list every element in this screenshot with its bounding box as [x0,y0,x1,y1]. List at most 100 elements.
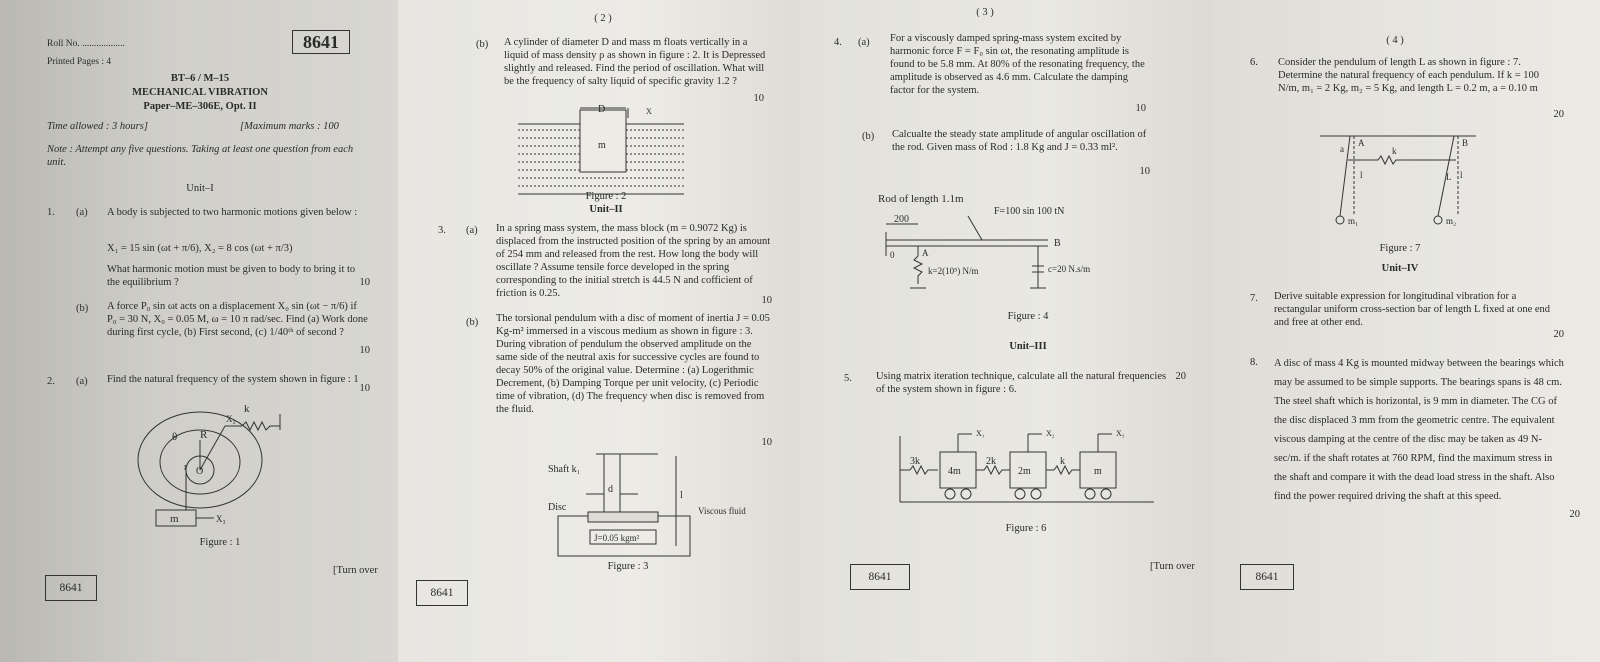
fig4-A-label: A [922,248,929,258]
unit-heading: Unit–IV [1381,263,1419,274]
time-allowed: Time allowed : 3 hours] [47,121,148,132]
figure-1-pulley-diagram: θ R X₂ r O k m X₃ [137,403,281,527]
turn-over-label: [Turn over [333,565,378,576]
fig1-r-label: r [184,462,188,473]
fig3-shaft-label: Shaft k₁ [548,464,580,475]
marks-label: 10 [761,295,773,306]
fig6-2m-label: 2m [1018,466,1031,477]
exam-code: BT–6 / M–15 [170,73,230,84]
question-text: Derive suitable expression for longitudi… [1274,291,1551,328]
fig2-D-label: D [598,104,605,115]
fig4-B-label: B [1054,238,1061,249]
question-text: A cylinder of diameter D and mass m floa… [504,37,766,87]
fig6-x3-label: X₃ [1116,429,1125,438]
turn-over-label: [Turn over [1150,561,1195,572]
question-text: Consider the pendulum of length L as sho… [1278,57,1540,94]
fig7-m2-label: m₂ [1446,216,1456,226]
fig7-k-label: k [1392,146,1397,156]
exam-page-1: Roll No. .................. 8641 Printed… [0,0,398,662]
footer-code-box: 8641 [416,580,468,606]
question-text: Using matrix iteration technique, calcul… [876,371,1167,395]
fig7-m1-label: m₁ [1348,216,1358,226]
part-label: (b) [76,303,89,314]
roll-no: Roll No. .................. [47,39,125,49]
question-text: In a spring mass system, the mass block … [496,223,771,299]
fig6-m-label: m [1094,466,1102,477]
fig1-k-label: k [244,403,250,415]
part-label: (a) [466,225,478,236]
marks-label: 10 [1135,103,1147,114]
marks-label: 20 [1553,109,1565,120]
question-text: What harmonic motion must be given to bo… [107,264,356,288]
figure-7-coupled-pendulum: a A B k L l l m₁ m₂ [1320,135,1476,226]
question-number: 6. [1250,57,1258,68]
exam-page-3: ( 3 ) 4. (a) For a viscously damped spri… [800,0,1210,662]
question-text: A body is subjected to two harmonic moti… [107,207,358,218]
fig1-x3-label: X₃ [216,514,226,524]
figure-6-caption: Figure : 6 [1005,523,1047,534]
fig7-B-label: B [1462,138,1468,148]
marks-label: 10 [1139,166,1151,177]
marks-label: 10 [359,383,371,394]
question-number: 1. [47,207,55,218]
subject-title: MECHANICAL VIBRATION [132,87,268,98]
question-text: For a viscously damped spring-mass syste… [890,33,1145,96]
marks-label: 20 [1569,509,1581,520]
fig4-k-label: k=2(10⁵) N/m [928,266,978,276]
part-label: (b) [476,39,489,50]
part-label: (a) [76,376,88,387]
footer-code-box: 8641 [1240,564,1294,590]
fig2-x-label: X [646,107,652,116]
fig4-0-label: 0 [890,250,895,260]
figure-7-caption: Figure : 7 [1379,243,1421,254]
marks-label: 10 [359,277,371,288]
fig3-l-label: l [680,490,683,501]
question-number: 5. [844,373,852,384]
fig3-disc-label: Disc [548,502,567,513]
fig3-viscous-label: Viscous fluid [698,506,746,516]
figure-3-caption: Figure : 3 [607,561,649,572]
unit-heading: Unit–II [589,204,623,215]
fig7-a-label: a [1340,144,1344,154]
question-text: Find the natural frequency of the system… [107,374,359,385]
question-text: A disc of mass 4 Kg is mounted midway be… [1274,358,1564,502]
fig7-A-label: A [1358,138,1365,148]
exam-page-2: ( 2 ) (b) A cylinder of diameter D and m… [398,0,800,662]
fig6-3k-label: 3k [910,456,920,467]
question-text: A force P₀ sin ωt acts on a displacement… [107,301,368,338]
fig4-200-label: 200 [894,214,909,225]
fig4-c-label: c=20 N.s/m [1048,264,1090,274]
footer-code-box: 8641 [45,575,97,601]
fig4-rod-label: Rod of length 1.1m [878,193,964,205]
marks-label: 10 [753,93,765,104]
figure-6-three-mass-system: 3k 4m 2k 2m k m X₁ X₂ X₃ [899,429,1154,503]
fig2-m-label: m [598,140,606,151]
fig6-4m-label: 4m [948,466,961,477]
fig1-O-label: O [196,466,203,477]
part-label: (a) [858,37,870,48]
question-number: 8. [1250,357,1258,368]
question-text: The torsional pendulum with a disc of mo… [496,313,770,415]
unit-heading: Unit–I [186,183,214,194]
fig6-k-label: k [1060,456,1065,467]
fig1-x2-label: X₂ [226,414,236,424]
question-number: 3. [438,225,446,236]
figure-1-caption: Figure : 1 [199,537,241,548]
fig6-x2-label: X₂ [1046,429,1055,438]
maximum-marks: [Maximum marks : 100 [240,121,339,132]
fig4-force-label: F=100 sin 100 tN [994,206,1064,217]
fig1-theta-label: θ [172,431,177,443]
page-number: ( 2 ) [594,13,612,24]
fig3-J-label: J=0.05 kgm² [594,533,640,543]
fig7-l1-label: l [1360,170,1363,180]
paper-code-box: 8641 [292,30,350,54]
part-label: (b) [862,131,875,142]
question-number: 2. [47,376,55,387]
exam-note: Note : Attempt any five questions. Takin… [47,144,354,168]
fig6-x1-label: X₁ [976,429,985,438]
printed-pages: Printed Pages : 4 [47,57,112,67]
marks-label: 10 [761,437,773,448]
exam-page-4: ( 4 ) 6. Consider the pendulum of length… [1210,0,1600,662]
figure-4-rod-system: Rod of length 1.1m F=100 sin 100 tN 200 … [878,193,1090,289]
fig7-L-label: L [1446,172,1452,182]
